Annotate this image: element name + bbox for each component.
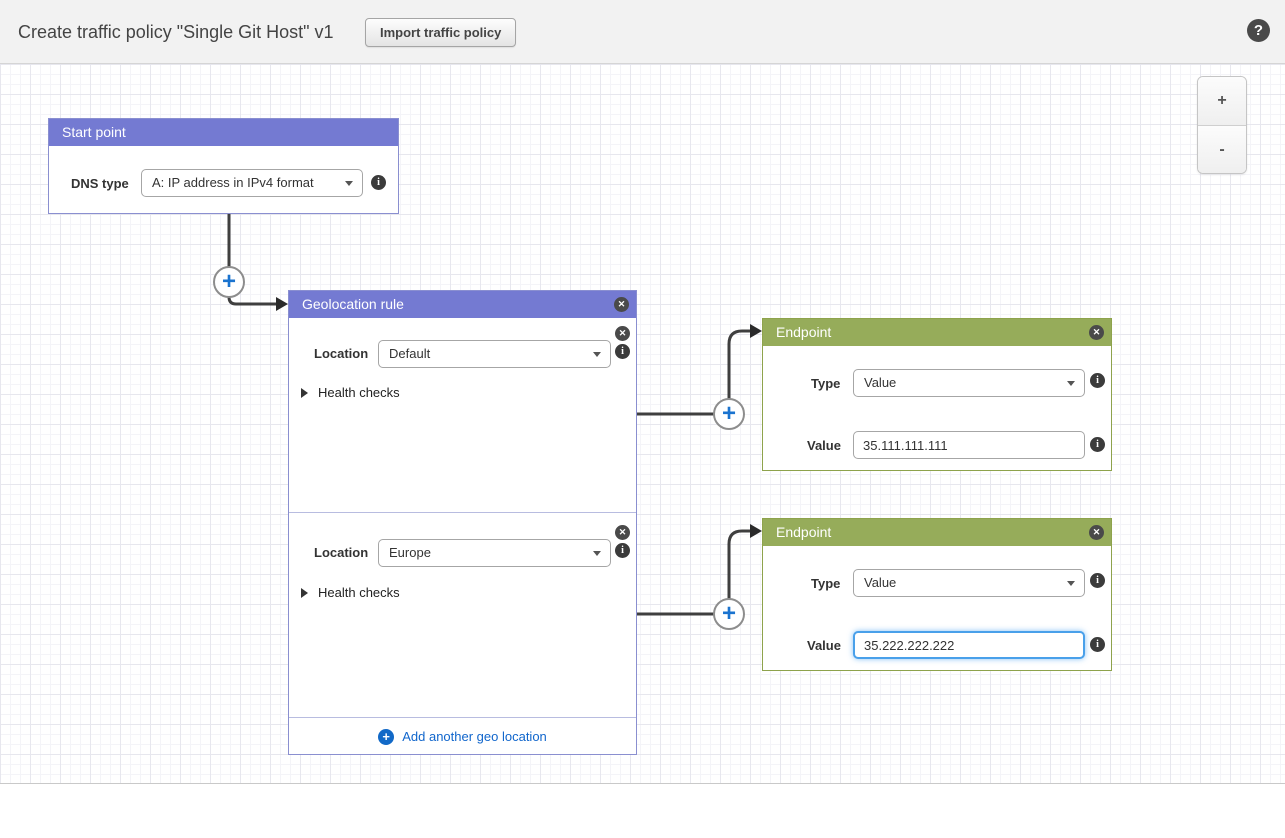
endpoint-header: Endpoint ✕ (763, 519, 1111, 546)
start-point-node: Start point DNS type A: IP address in IP… (48, 118, 399, 214)
location-label: Location (314, 545, 369, 560)
chevron-down-icon (1067, 581, 1075, 586)
location-value: Europe (389, 545, 431, 560)
type-info-icon[interactable]: i (1090, 373, 1105, 388)
close-icon[interactable]: ✕ (615, 326, 630, 341)
location-label: Location (314, 346, 369, 361)
health-checks-expander[interactable]: Health checks (301, 385, 400, 400)
close-icon[interactable]: ✕ (1089, 525, 1104, 540)
dns-type-value: A: IP address in IPv4 format (152, 175, 314, 190)
chevron-down-icon (593, 551, 601, 556)
close-icon[interactable]: ✕ (614, 297, 629, 312)
add-endpoint2-plus-button[interactable]: + (713, 598, 745, 630)
endpoint-title: Endpoint (776, 524, 832, 540)
health-checks-expander[interactable]: Health checks (301, 585, 400, 600)
help-icon[interactable]: ? (1247, 19, 1270, 42)
value-label: Value (807, 438, 841, 453)
location-info-icon[interactable]: i (615, 543, 630, 558)
health-checks-label: Health checks (318, 585, 400, 600)
endpoint-header: Endpoint ✕ (763, 319, 1111, 346)
page-title: Create traffic policy "Single Git Host" … (18, 22, 334, 42)
endpoint-value-input-focused[interactable] (853, 631, 1085, 659)
dns-type-info-icon[interactable]: i (371, 175, 386, 190)
add-geo-location-label: Add another geo location (402, 729, 547, 744)
zoom-in-button[interactable]: + (1198, 77, 1246, 125)
value-info-icon[interactable]: i (1090, 637, 1105, 652)
zoom-out-button[interactable]: - (1198, 125, 1246, 173)
geo-rule-section-default: ✕ Location Default i Health checks (289, 318, 636, 513)
import-traffic-policy-button[interactable]: Import traffic policy (365, 18, 517, 47)
geolocation-rule-header: Geolocation rule ✕ (289, 291, 636, 318)
endpoint-node-2: Endpoint ✕ Type Value i Value i (762, 518, 1112, 671)
geo-rule-section-europe: ✕ Location Europe i Health checks (289, 513, 636, 718)
endpoint-type-value: Value (864, 375, 897, 390)
location-value: Default (389, 346, 431, 361)
geolocation-rule-title: Geolocation rule (302, 296, 404, 312)
add-endpoint1-plus-button[interactable]: + (713, 398, 745, 430)
health-checks-label: Health checks (318, 385, 400, 400)
top-bar: Create traffic policy "Single Git Host" … (0, 0, 1285, 64)
dns-type-dropdown[interactable]: A: IP address in IPv4 format (141, 169, 363, 197)
value-info-icon[interactable]: i (1090, 437, 1105, 452)
type-info-icon[interactable]: i (1090, 573, 1105, 588)
geolocation-rule-node: Geolocation rule ✕ ✕ Location Default i … (288, 290, 637, 755)
chevron-down-icon (345, 181, 353, 186)
close-icon[interactable]: ✕ (1089, 325, 1104, 340)
type-label: Type (811, 376, 841, 391)
endpoint-type-dropdown[interactable]: Value (853, 369, 1085, 397)
endpoint-value-input[interactable] (853, 431, 1085, 459)
chevron-down-icon (1067, 381, 1075, 386)
canvas-zoom-controls: + - (1197, 76, 1247, 174)
add-geo-location-link[interactable]: + Add another geo location (289, 718, 636, 755)
add-rule-plus-button[interactable]: + (213, 266, 245, 298)
endpoint-title: Endpoint (776, 324, 832, 340)
value-label: Value (807, 638, 841, 653)
expand-triangle-icon (301, 387, 308, 398)
endpoint-node-1: Endpoint ✕ Type Value i Value i (762, 318, 1112, 471)
close-icon[interactable]: ✕ (615, 525, 630, 540)
endpoint-type-value: Value (864, 575, 897, 590)
add-plus-icon: + (378, 728, 395, 745)
location-dropdown[interactable]: Europe (378, 539, 611, 567)
location-dropdown[interactable]: Default (378, 340, 611, 368)
chevron-down-icon (593, 352, 601, 357)
start-point-header: Start point (49, 119, 398, 146)
footer-bar: Cancel Create traffic policy (0, 785, 1285, 838)
expand-triangle-icon (301, 587, 308, 598)
endpoint-type-dropdown[interactable]: Value (853, 569, 1085, 597)
location-info-icon[interactable]: i (615, 344, 630, 359)
dns-type-label: DNS type (71, 176, 129, 191)
type-label: Type (811, 576, 841, 591)
